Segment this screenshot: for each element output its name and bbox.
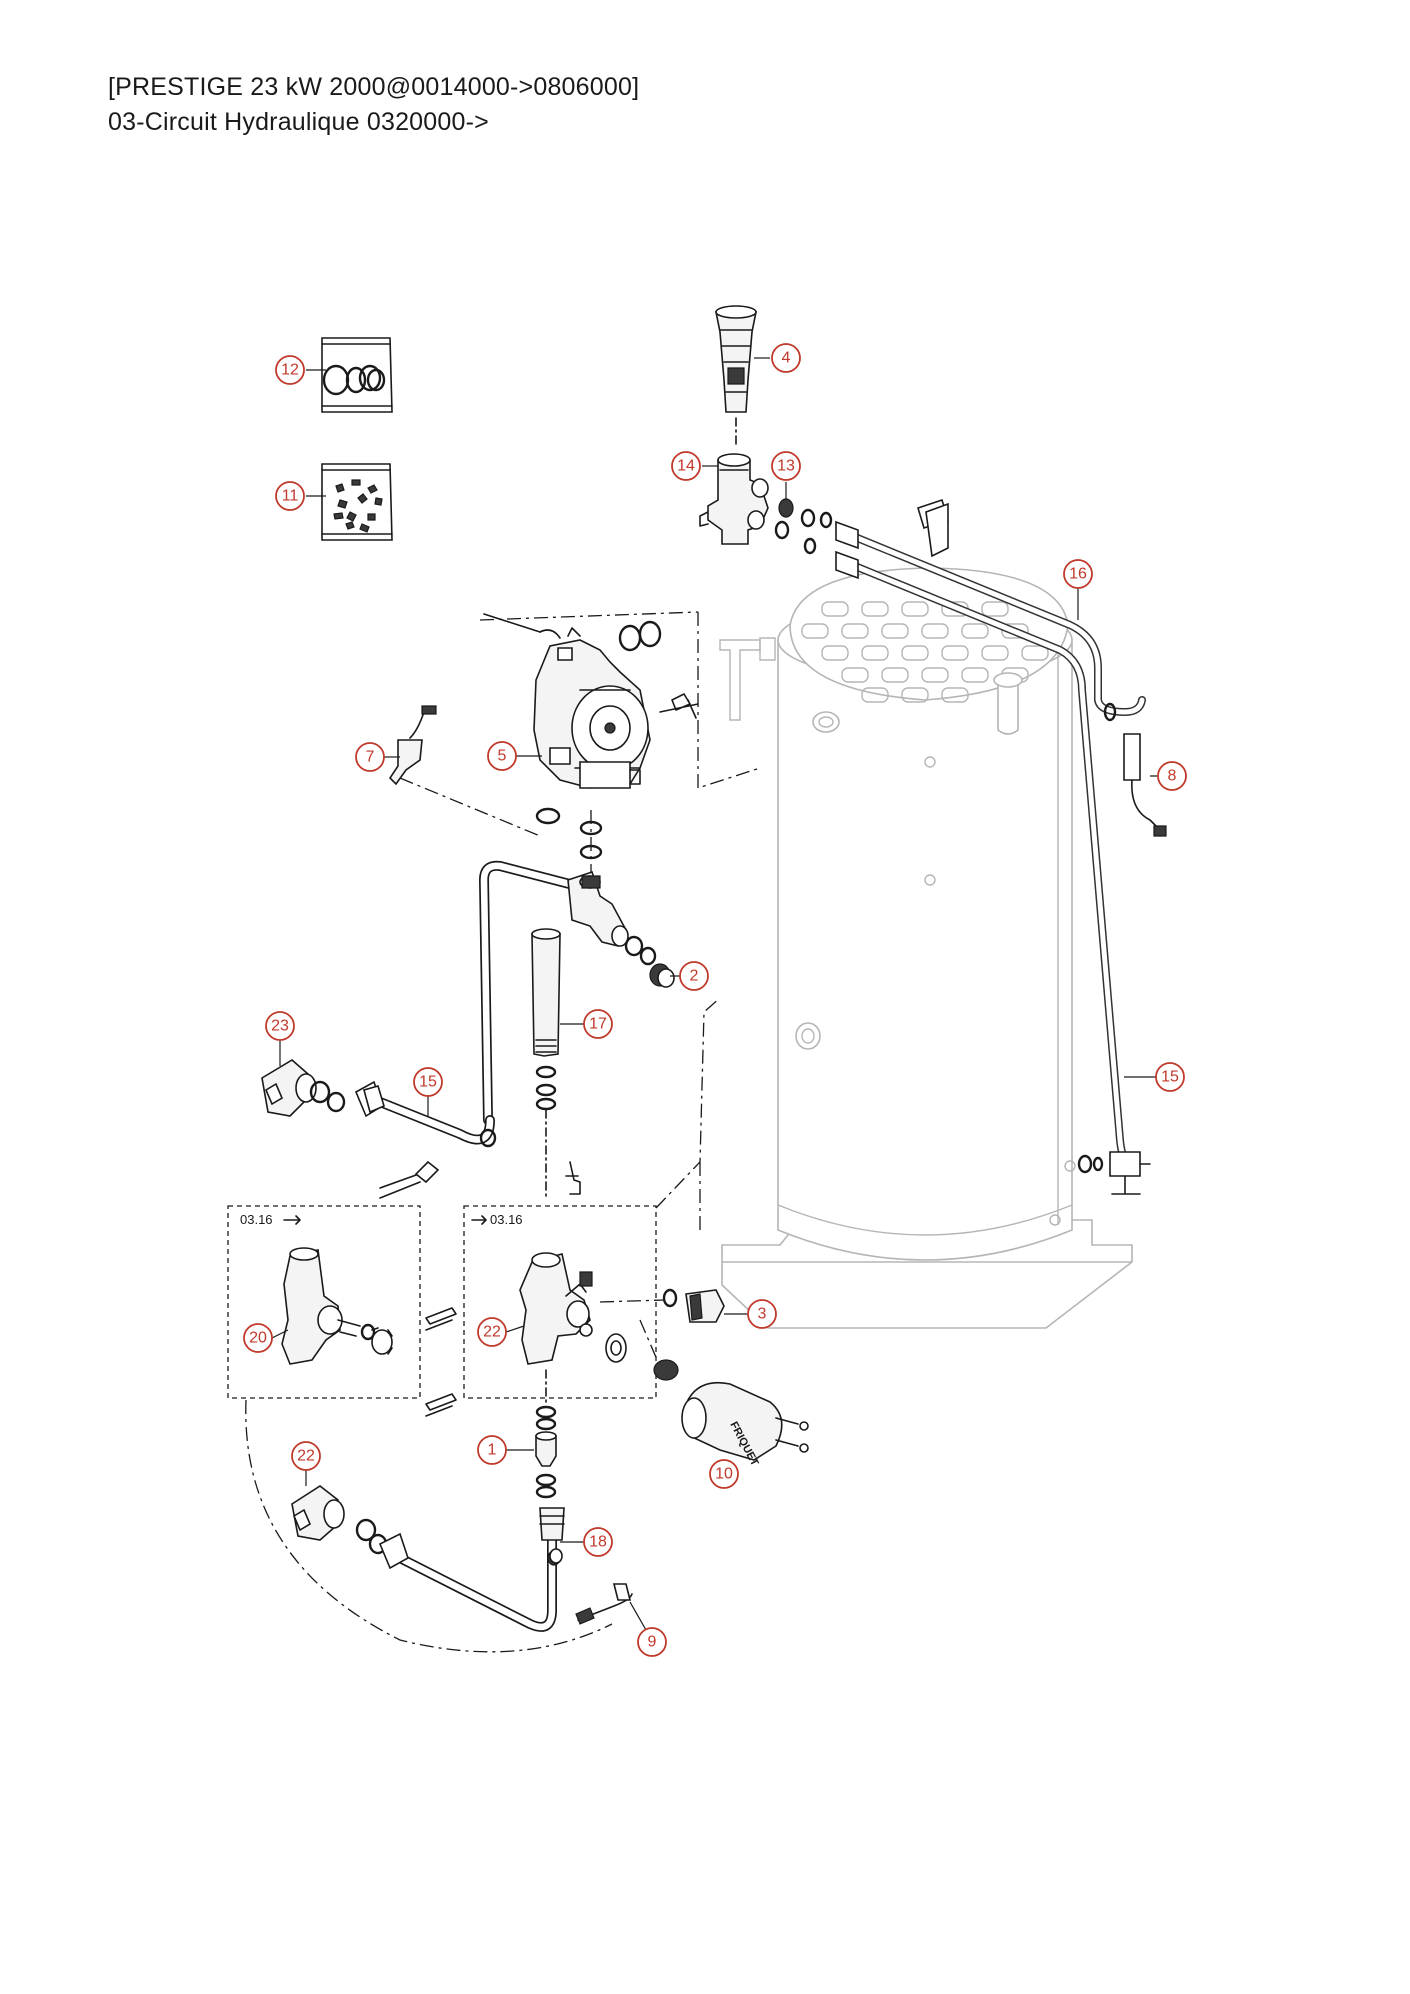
svg-text:22: 22 [297,1448,315,1465]
callout-8: 8 [1157,761,1187,791]
svg-text:2: 2 [690,968,699,985]
callout-23: 23 [265,1011,295,1041]
part-23 [261,1059,346,1117]
part-21 [519,1252,593,1365]
part-12-bag [321,337,393,413]
callout-19: 18 [583,1527,613,1557]
callouts: 12 11 4 14 13 16 8 7 5 2 17 15 23 15 20 … [243,343,1187,1657]
model-title: [PRESTIGE 23 kW 2000@0014000->0806000] [108,73,640,101]
arrow-right-icon [471,1215,487,1225]
callout-14: 14 [671,451,701,481]
svg-text:13: 13 [777,458,795,475]
part-14 [699,453,769,545]
svg-text:5: 5 [498,748,507,765]
callout-4: 4 [771,343,801,373]
part-2 [624,935,675,988]
svg-text:22: 22 [483,1324,501,1341]
svg-text:8: 8 [1168,768,1177,785]
part-10-motor: FRIQUET [605,1333,809,1468]
part-19 [549,1548,563,1564]
part-13 [774,498,833,555]
callout-18: 17 [583,1009,613,1039]
part-20 [281,1247,393,1365]
svg-text:10: 10 [715,1466,733,1483]
section-title: 03-Circuit Hydraulique 0320000-> [108,108,489,136]
svg-text:11: 11 [282,488,299,505]
svg-text:15: 15 [419,1074,437,1091]
part-18 [531,928,561,1111]
callout-13: 13 [771,451,801,481]
callout-5: 5 [487,741,517,771]
callout-9: 9 [637,1627,667,1657]
callout-17: 16 [1063,559,1093,589]
callout-1: 1 [477,1435,507,1465]
part-22 [291,1485,388,1555]
tank [719,567,1133,1329]
part-1 [535,1405,557,1499]
part-5-pump [483,613,651,789]
svg-text:4: 4 [782,350,791,367]
svg-text:1: 1 [488,1442,497,1459]
part-11-bag [321,463,393,541]
callout-12: 12 [275,355,305,385]
callout-16: 15 [1155,1062,1185,1092]
callout-15: 15 [413,1067,443,1097]
pipe-lower [378,1507,565,1632]
svg-text:15: 15 [1161,1069,1179,1086]
callout-11: 11 [275,481,305,511]
page-header: [PRESTIGE 23 kW 2000@0014000->0806000] 0… [108,70,639,140]
subassembly-ref-right: 03.16 [490,1212,523,1227]
svg-text:16: 16 [1069,566,1087,583]
callout-21: 22 [477,1317,507,1347]
callout-22: 22 [291,1441,321,1471]
svg-text:18: 18 [589,1534,607,1551]
part-3 [662,1288,725,1323]
svg-text:3: 3 [758,1306,767,1323]
svg-text:7: 7 [366,749,375,766]
callout-3: 3 [747,1299,777,1329]
svg-text:17: 17 [589,1016,607,1033]
arrow-right-icon [283,1215,301,1225]
part-7 [388,705,437,786]
tee-fitting [567,870,629,947]
subassembly-ref-left: 03.16 [240,1212,273,1227]
svg-text:12: 12 [281,362,299,379]
callout-10: 10 [709,1459,739,1489]
pipe-15 [354,860,590,1199]
callout-2: 2 [679,961,709,991]
callout-7: 7 [355,742,385,772]
svg-text:23: 23 [271,1018,289,1035]
part-4 [715,305,757,413]
subassembly-box-left [227,1205,421,1399]
subassembly-box-right [463,1205,657,1399]
part-9 [575,1583,633,1625]
svg-text:9: 9 [648,1634,657,1651]
pipe-16-17 [835,498,1167,1195]
svg-text:14: 14 [677,458,695,475]
callout-20: 20 [243,1323,273,1353]
svg-text:20: 20 [249,1330,267,1347]
